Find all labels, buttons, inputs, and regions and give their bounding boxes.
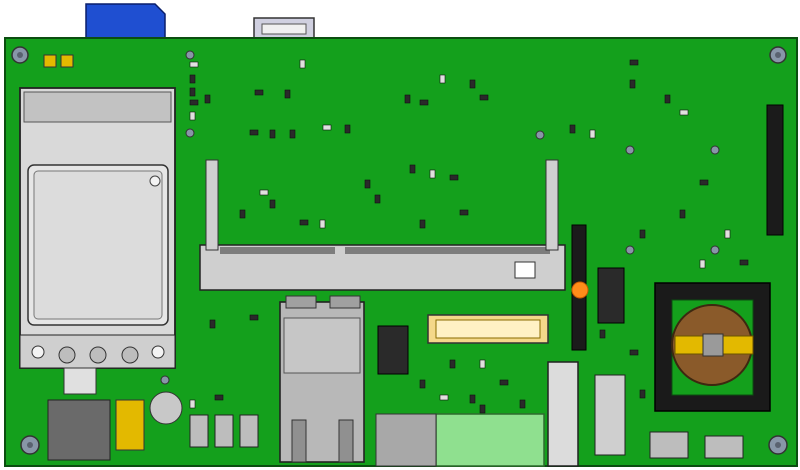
smd-component [204, 94, 211, 104]
smd-component [419, 379, 426, 389]
smd-component [519, 399, 526, 409]
via-hole [535, 130, 545, 140]
smd-component [269, 129, 276, 139]
smd-component [284, 89, 291, 99]
smd-component [404, 94, 411, 104]
via-hole [625, 145, 635, 155]
smd-component [499, 379, 509, 386]
smd-component [249, 129, 259, 136]
smd-component [209, 319, 216, 329]
audio-jack [594, 374, 626, 456]
smd-component [679, 209, 686, 219]
smd-component [409, 164, 416, 174]
relay-chip [377, 325, 409, 375]
terminal-block [375, 413, 545, 467]
micro-usb-1 [649, 431, 689, 459]
header-connector [427, 314, 549, 344]
smd-component [419, 219, 426, 229]
via-hole [710, 145, 720, 155]
smd-component [214, 394, 224, 401]
sodimm-socket [199, 159, 566, 291]
smd-component [189, 61, 199, 68]
smd-component [239, 209, 246, 219]
smd-component [374, 194, 381, 204]
via-hole [185, 50, 195, 60]
smd-component [289, 129, 296, 139]
smd-component [589, 129, 596, 139]
smd-component [429, 169, 436, 179]
via-hole [625, 245, 635, 255]
via-hole [185, 128, 195, 138]
inductor-block [47, 399, 111, 461]
smd-component [629, 349, 639, 356]
smd-component [569, 124, 576, 134]
sd-card [85, 3, 315, 41]
smd-component [344, 124, 351, 134]
smd-component [189, 99, 199, 106]
coin-battery-holder [654, 282, 771, 412]
smd-component [189, 111, 196, 121]
smd-component [469, 394, 476, 404]
smd-component [249, 314, 259, 321]
smd-component [449, 359, 456, 369]
smd-component [189, 87, 196, 97]
small-components [160, 50, 749, 414]
smd-component [679, 109, 689, 116]
smd-component [449, 174, 459, 181]
smd-component [699, 259, 706, 269]
smd-component [419, 99, 429, 106]
via-hole [160, 375, 170, 385]
smd-component [322, 124, 332, 131]
smd-component [364, 179, 371, 189]
micro-usb-2 [704, 435, 744, 459]
smd-component [189, 74, 196, 84]
smd-component [299, 219, 309, 226]
smd-component [639, 389, 646, 399]
smd-component [664, 94, 671, 104]
compute-module [19, 87, 176, 395]
usb-connector-bottom [547, 361, 579, 467]
smd-component [479, 359, 486, 369]
smd-component [639, 229, 646, 239]
mounting-holes [11, 46, 788, 455]
smd-component [269, 199, 276, 209]
push-buttons [189, 414, 259, 448]
smd-component [259, 189, 269, 196]
small-header [597, 267, 625, 324]
smd-component [319, 219, 326, 229]
via-hole [710, 245, 720, 255]
smd-component [439, 74, 446, 84]
pin-header-right [766, 104, 784, 236]
smd-component [299, 59, 306, 69]
smd-component [629, 79, 636, 89]
smd-component [189, 399, 196, 409]
smd-component [469, 79, 476, 89]
smd-component [479, 404, 486, 414]
buzzer [149, 391, 183, 425]
smd-component [479, 94, 489, 101]
smd-component [254, 89, 264, 96]
smd-component [629, 59, 639, 66]
smd-component [699, 179, 709, 186]
smd-component [724, 229, 731, 239]
ethernet-jack [279, 295, 365, 463]
orange-marker [571, 281, 589, 299]
smd-component [599, 329, 606, 339]
smd-component [739, 259, 749, 266]
smd-component [439, 394, 449, 401]
smd-component [459, 209, 469, 216]
fuse [115, 399, 145, 451]
